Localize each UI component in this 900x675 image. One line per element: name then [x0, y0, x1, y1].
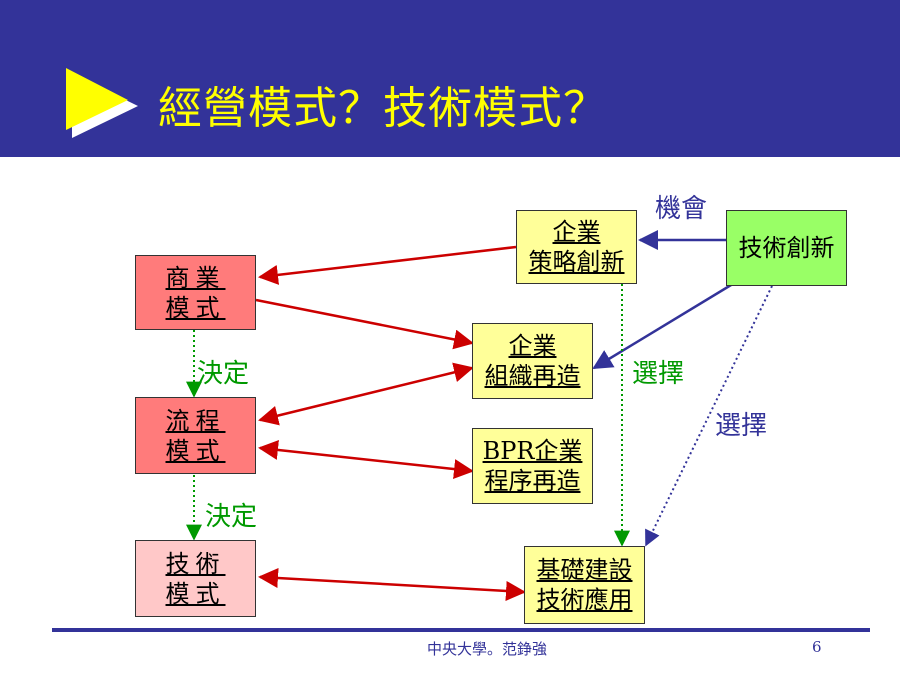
arrow-tech-infra: [258, 568, 526, 601]
footer-divider: [52, 628, 870, 632]
box-business-model: 商業 模式: [135, 255, 256, 330]
label-decide-2: 決定: [205, 502, 258, 532]
box-enterprise-strategy-line-1: 企業: [552, 218, 601, 246]
box-process-model: 流程 模式: [135, 397, 256, 474]
footer-author: 中央大學。范錚強: [427, 640, 548, 658]
box-enterprise-strategy: 企業 策略創新: [516, 210, 637, 284]
title-triangle-icon: [66, 68, 138, 138]
label-opportunity: 機會: [655, 194, 708, 224]
box-business-model-line-1: 商業: [165, 263, 226, 292]
label-decide-1: 決定: [197, 359, 250, 389]
box-infrastructure-line-2: 技術應用: [536, 586, 633, 614]
box-org-reengineering: 企業 組織再造: [472, 323, 593, 399]
box-process-model-line-1: 流程: [165, 406, 226, 435]
box-org-reengineering-line-2: 組織再造: [484, 362, 581, 390]
arrow-innovation-to-infra-dotted: [645, 285, 773, 547]
arrow-innovation-to-org: [592, 280, 737, 370]
label-choose-green: 選擇: [632, 359, 685, 389]
slide-title: 經營模式？技術模式？: [158, 83, 608, 134]
box-tech-model-line-1: 技術: [165, 549, 226, 578]
arrow-strategy-to-business: [258, 245, 517, 285]
box-process-model-line-2: 模式: [165, 436, 226, 465]
box-business-model-line-2: 模式: [165, 293, 226, 322]
box-tech-model: 技術 模式: [135, 540, 256, 617]
box-enterprise-strategy-line-2: 策略創新: [528, 248, 625, 276]
box-tech-innovation-line-1: 技術創新: [738, 234, 835, 262]
box-tech-model-line-2: 模式: [165, 579, 226, 608]
page-number: 6: [812, 638, 822, 656]
box-bpr-line-1: BPR企業: [482, 437, 583, 465]
arrow-process-bpr: [258, 439, 474, 480]
arrow-org-to-process: [258, 362, 474, 426]
box-org-reengineering-line-1: 企業: [508, 332, 557, 360]
slide-header: [0, 0, 900, 157]
box-bpr-line-2: 程序再造: [484, 467, 581, 495]
box-bpr: BPR企業 程序再造: [472, 428, 593, 504]
box-infrastructure: 基礎建設 技術應用: [524, 546, 645, 624]
label-choose-blue: 選擇: [715, 411, 768, 441]
box-infrastructure-line-1: 基礎建設: [536, 556, 633, 584]
arrow-business-to-org: [255, 298, 474, 350]
box-tech-innovation: 技術創新: [726, 210, 847, 286]
